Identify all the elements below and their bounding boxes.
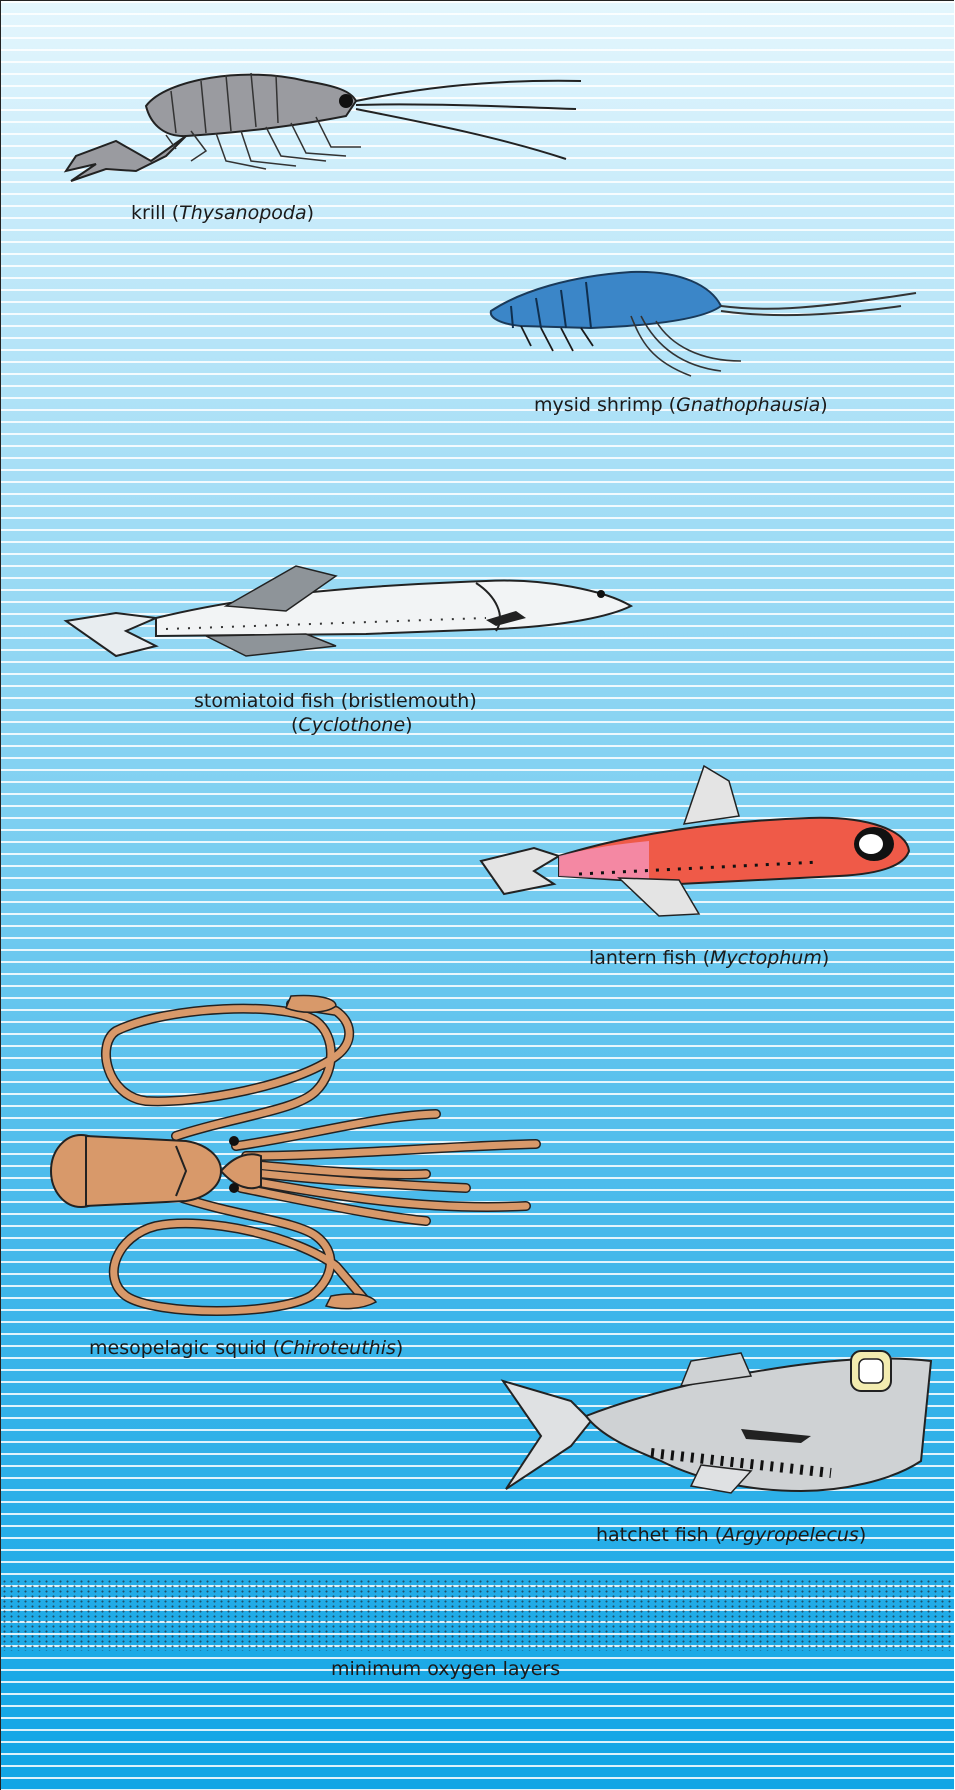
mysid-shrimp-icon — [481, 266, 921, 381]
hatchet-fish-label: hatchet fish (Argyropelecus) — [596, 1523, 866, 1547]
stomiatoid-label-line2: (Cyclothone) — [291, 713, 413, 737]
stomiatoid-label-line1: stomiatoid fish (bristlemouth) — [194, 689, 477, 713]
lantern-fish-icon — [479, 766, 914, 941]
squid-label: mesopelagic squid (Chiroteuthis) — [89, 1336, 403, 1360]
mysid-shrimp-label: mysid shrimp (Gnathophausia) — [534, 393, 828, 417]
krill-label: krill (Thysanopoda) — [131, 201, 314, 225]
stomiatoid-fish-icon — [66, 556, 636, 681]
oxygen-label: minimum oxygen layers — [331, 1657, 560, 1681]
hatchet-fish-icon — [501, 1341, 941, 1521]
lantern-fish-label: lantern fish (Myctophum) — [589, 946, 829, 970]
krill-icon — [56, 61, 586, 186]
squid-icon — [46, 996, 551, 1326]
minimum-oxygen-layers-band — [1, 1579, 954, 1651]
